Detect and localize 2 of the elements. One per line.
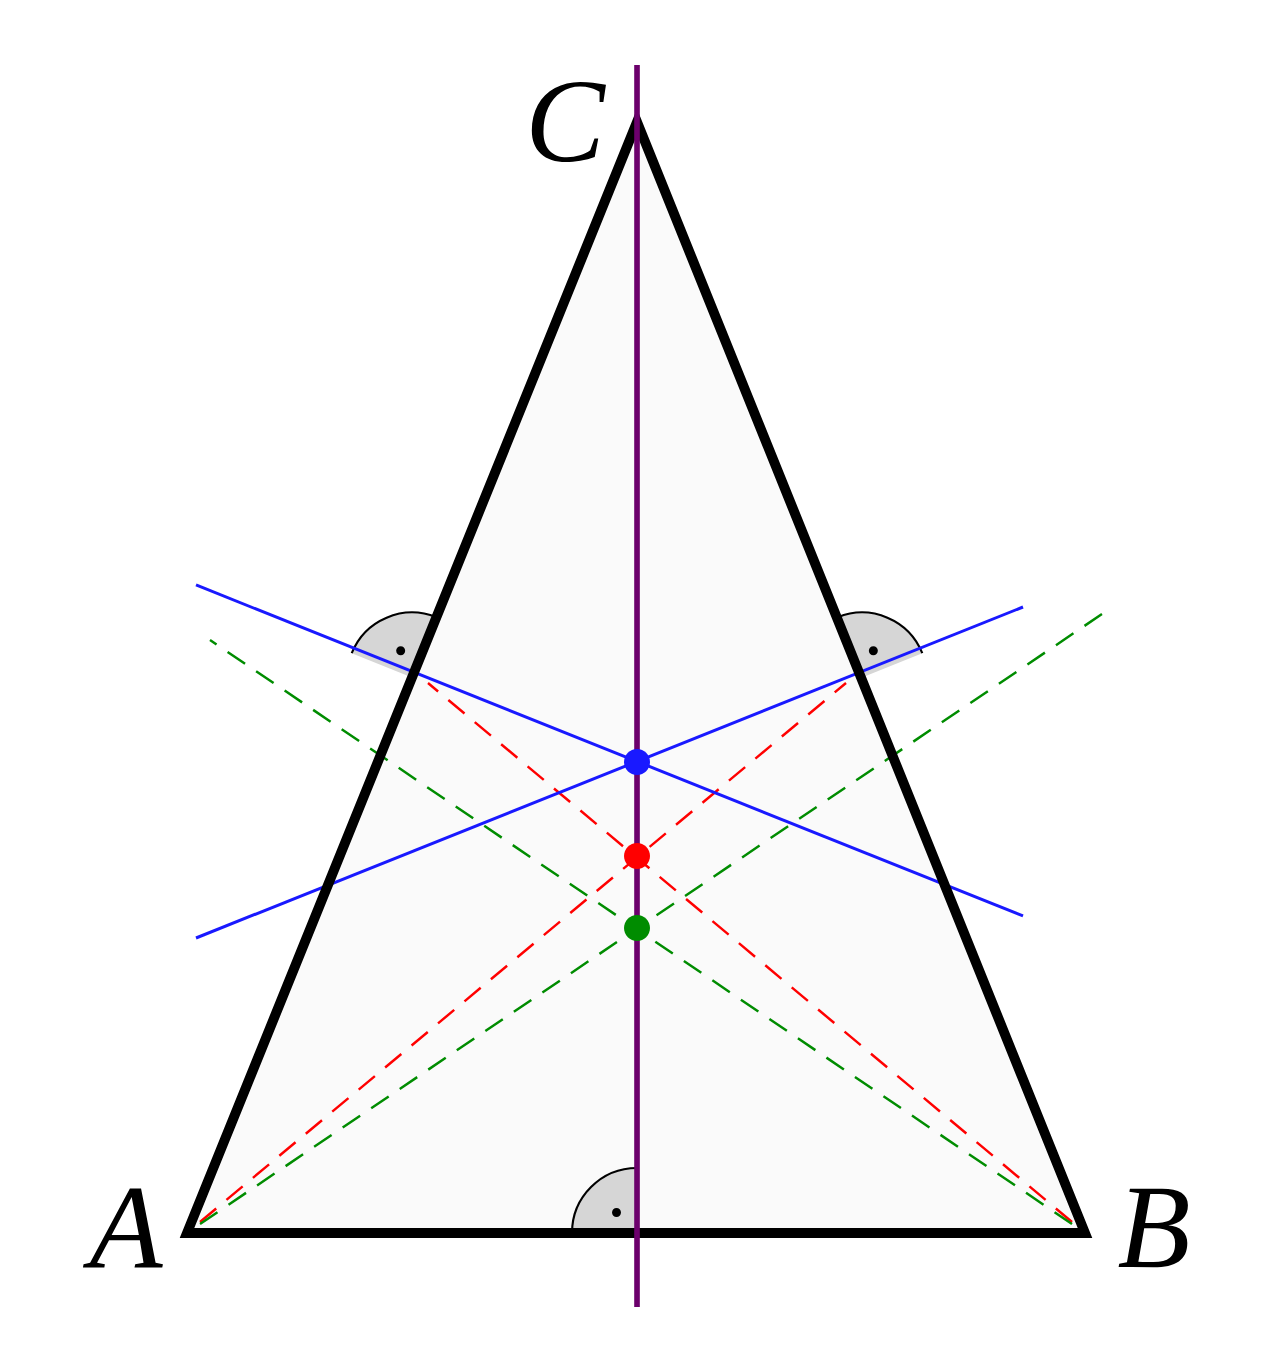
vertex-label: B <box>1118 1188 1188 1268</box>
vertex-label: A <box>82 1188 163 1268</box>
